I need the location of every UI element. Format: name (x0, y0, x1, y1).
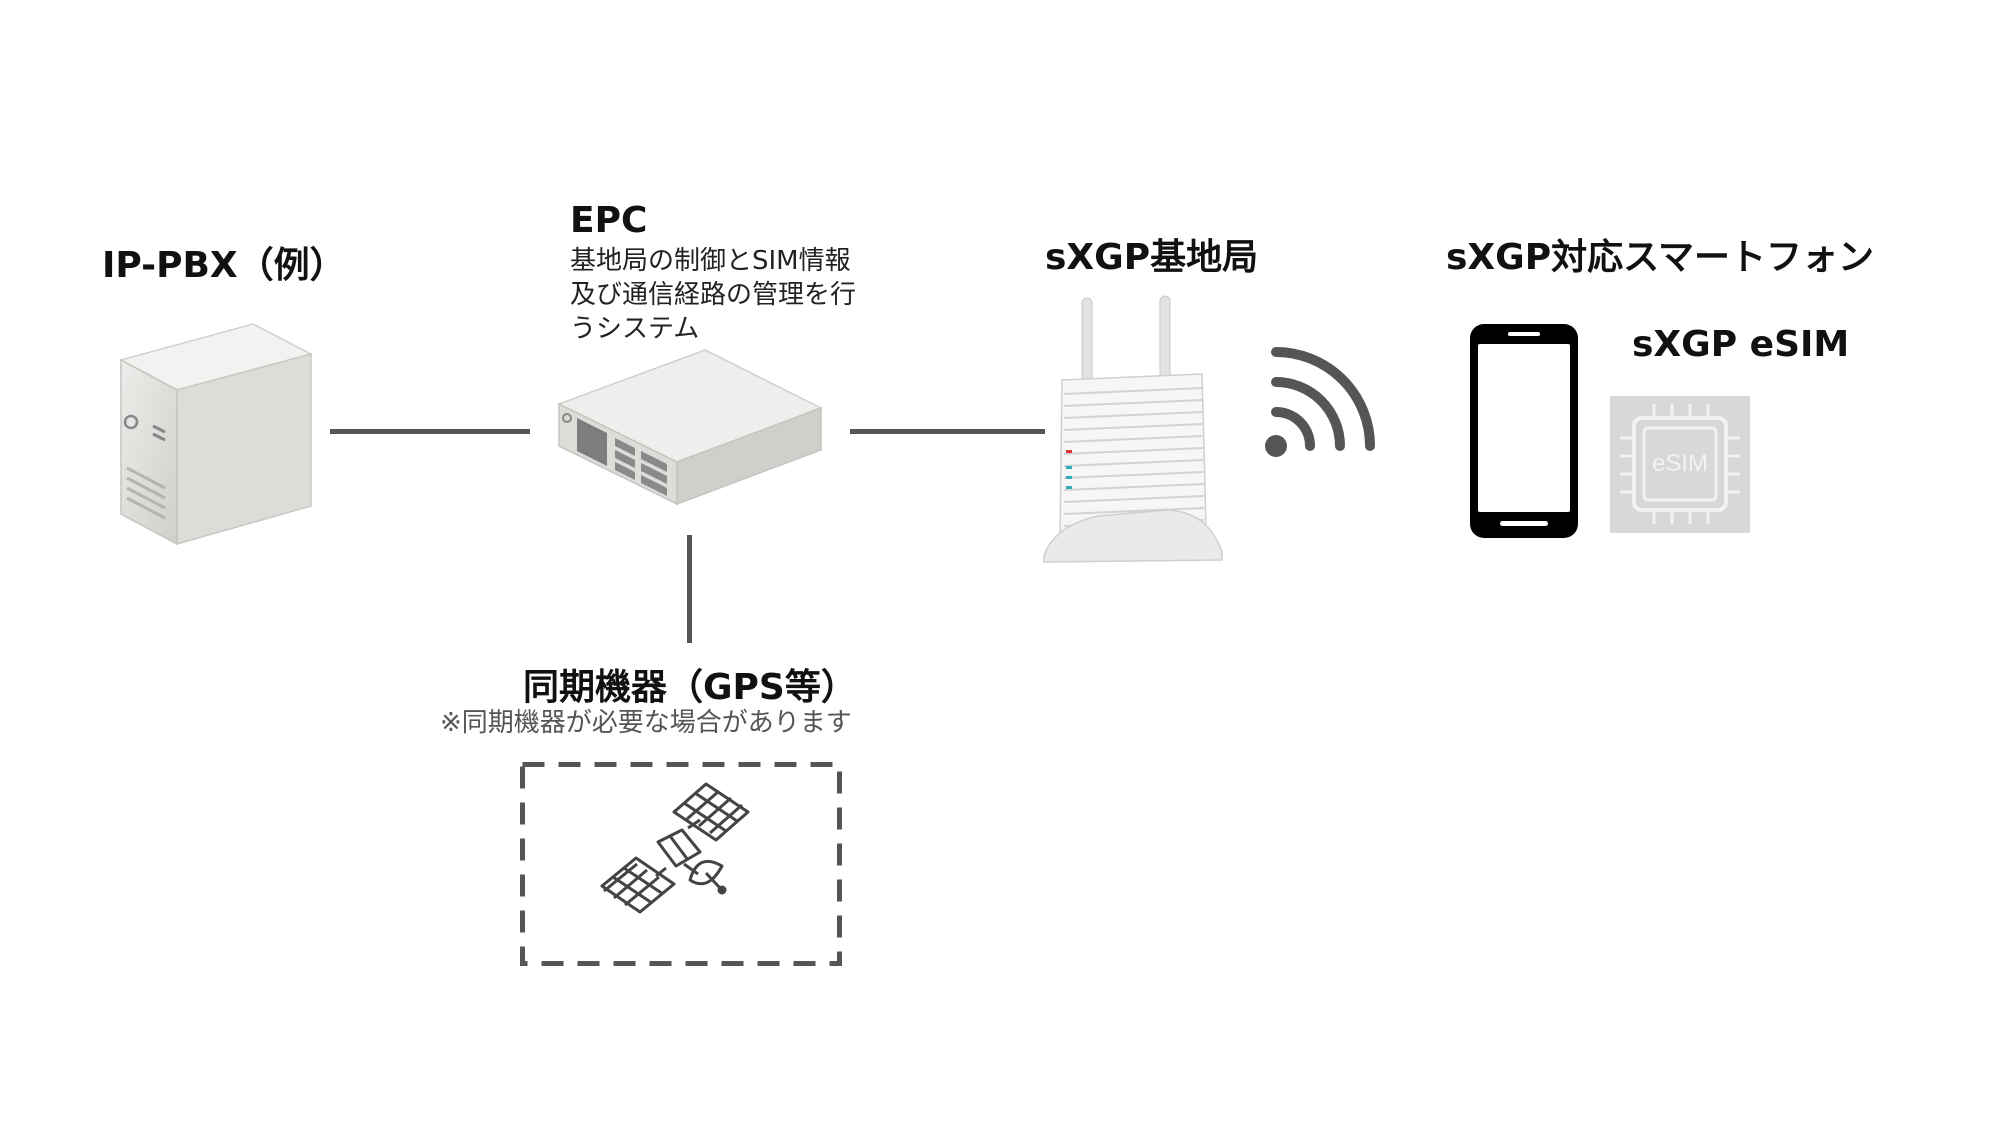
satellite-icon (600, 782, 750, 914)
sync-device-box (520, 762, 842, 966)
sync-note: ※同期機器が必要な場合があります (440, 708, 852, 738)
epc-sync-connector (687, 535, 692, 643)
smartphone-title: sXGP対応スマートフォン (1446, 237, 1875, 278)
esim-label: sXGP eSIM (1632, 324, 1850, 365)
pbx-epc-connector (330, 429, 530, 434)
smartphone-icon (1470, 324, 1578, 538)
server-tower-icon (118, 323, 314, 546)
wireless-signal-icon (1265, 347, 1375, 457)
epc-description: 基地局の制御とSIM情報 及び通信経路の管理を行 うシステム (570, 246, 857, 344)
esim-chip-icon: eSIM (1610, 396, 1750, 533)
network-appliance-icon (557, 349, 823, 506)
epc-base-connector (850, 429, 1045, 434)
sync-title: 同期機器（GPS等） (523, 667, 857, 708)
pbx-title: IP-PBX（例） (102, 245, 346, 286)
base-station-title: sXGP基地局 (1045, 237, 1259, 278)
epc-title: EPC (570, 200, 648, 241)
wireless-router-icon (1043, 295, 1223, 563)
esim-chip-text: eSIM (1652, 450, 1708, 477)
